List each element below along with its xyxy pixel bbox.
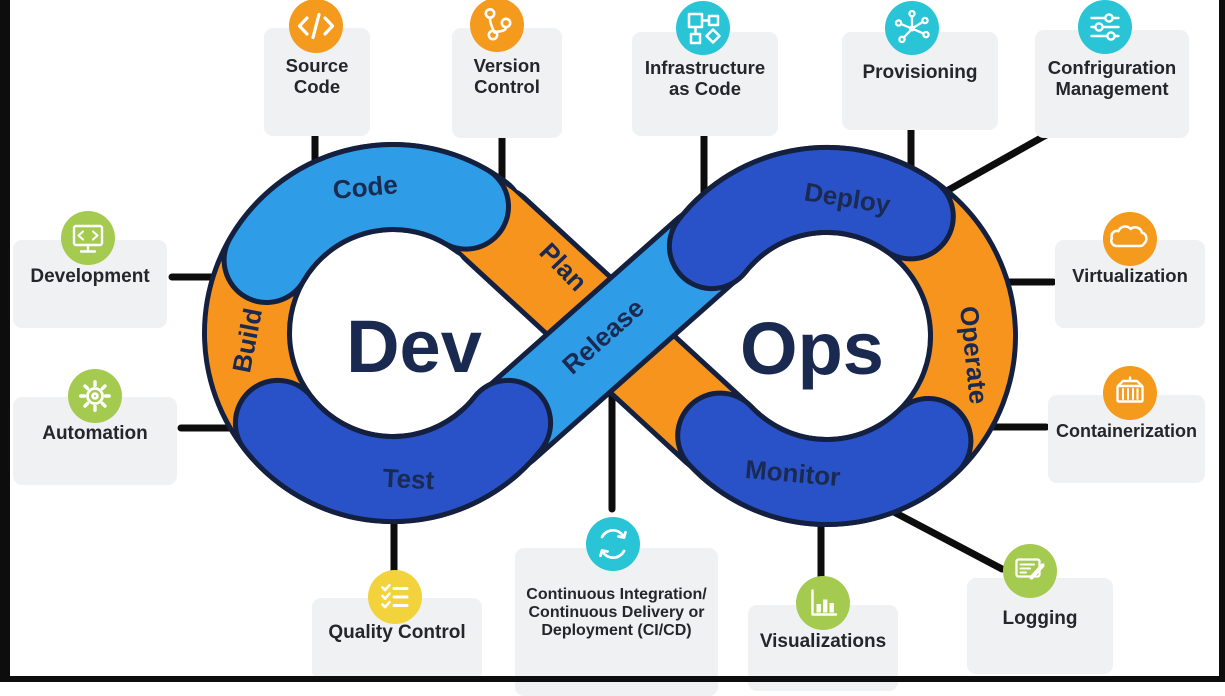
dev-label: Dev [346,305,482,388]
virtualization-icon [1103,212,1157,266]
practice-label: Virtualization [1072,265,1188,286]
segment-label-code: Code [332,169,399,205]
practice-label: Continuous Integration/ [526,586,707,603]
practice-label: Automation [42,423,148,444]
quality-control-icon [368,570,422,624]
test-segment [237,382,549,519]
frame-left [0,0,10,682]
practice-label: Code [293,75,341,97]
ci-cd-icon [586,517,640,571]
segment-label-test: Test [382,463,435,496]
logging-icon [1003,544,1057,598]
frame-right [1219,0,1225,682]
infrastructure-as-code-icon [676,1,730,55]
practice-label: Control [474,75,540,97]
practice-label: Development [30,266,150,287]
practice-automation: Automation [13,369,177,485]
practice-logging: Logging [967,544,1113,674]
source-code-icon [289,0,343,53]
practice-quality-control: Quality Control [312,570,482,680]
practice-label: Version [473,55,541,76]
practice-label: Visualizations [759,631,887,652]
practice-label: Provisioning [862,62,978,83]
practice-version-control: Version Control [452,0,562,138]
practice-development: Development [13,211,167,328]
practice-label: Quality Control [328,622,466,643]
practice-label: Continuous Delivery or [528,603,705,621]
practice-label: Source [285,55,349,76]
practice-containerization: Containerization [1048,366,1205,483]
practice-label: Confriguration [1047,57,1177,78]
practice-configuration-management: Confriguration Management [1035,0,1189,138]
practice-label: as Code [669,77,741,99]
version-control-icon [470,0,524,52]
frame-bottom [0,676,1225,682]
containerization-icon [1103,366,1157,420]
development-icon [61,211,115,265]
configuration-management-icon [1078,0,1132,54]
practice-label: Deployment (CI/CD) [541,621,692,639]
connector-logging [886,506,1006,573]
visualizations-icon [796,576,850,630]
monitor-segment [680,395,969,522]
automation-icon [68,369,122,423]
practice-label: Containerization [1055,421,1197,441]
practice-label: Logging [1002,608,1078,629]
practice-provisioning: Provisioning [842,1,998,130]
practice-infrastructure-as-code: Infrastructure as Code [632,1,778,136]
provisioning-icon [885,1,939,55]
practice-label: Management [1055,77,1169,99]
deploy-segment [671,149,951,287]
practice-source-code: Source Code [264,0,370,136]
practice-virtualization: Virtualization [1055,212,1205,328]
practice-ci-cd: Continuous Integration/ Continuous Deliv… [515,517,718,696]
code-segment [226,147,506,300]
devops-loop-figure: Code Plan Build Test Release Deploy Oper… [168,99,1084,582]
practice-label: Infrastructure [644,57,766,78]
ops-label: Ops [740,307,884,390]
